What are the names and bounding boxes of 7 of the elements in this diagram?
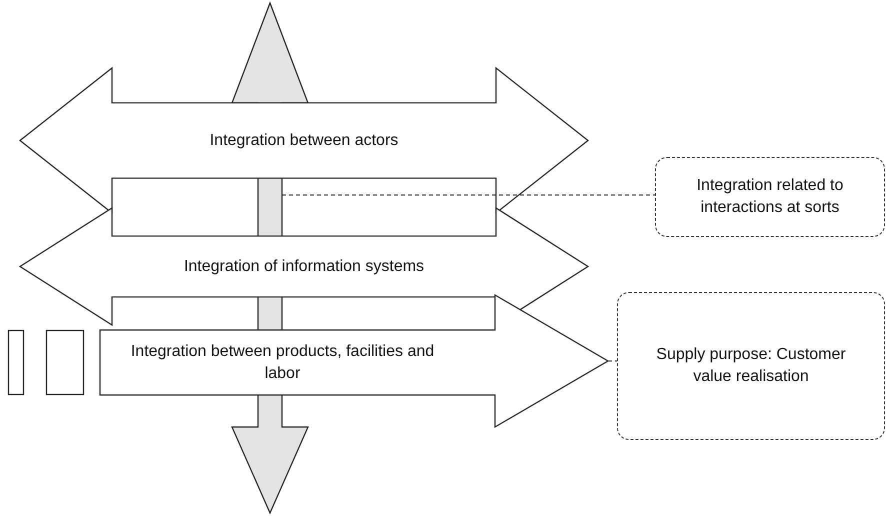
dashed-callout-note: Integration related to interactions at sorts — [655, 157, 885, 237]
leader-line — [282, 194, 655, 196]
arrow-label: Integration between products, facilities and labor — [130, 342, 436, 384]
arrow-label: Integration of information systems — [184, 256, 424, 277]
leader-line — [608, 360, 617, 362]
dashed-callout-note: Supply purpose: Customer value realisation — [617, 292, 885, 440]
arrow-label: Integration between actors — [210, 130, 398, 151]
